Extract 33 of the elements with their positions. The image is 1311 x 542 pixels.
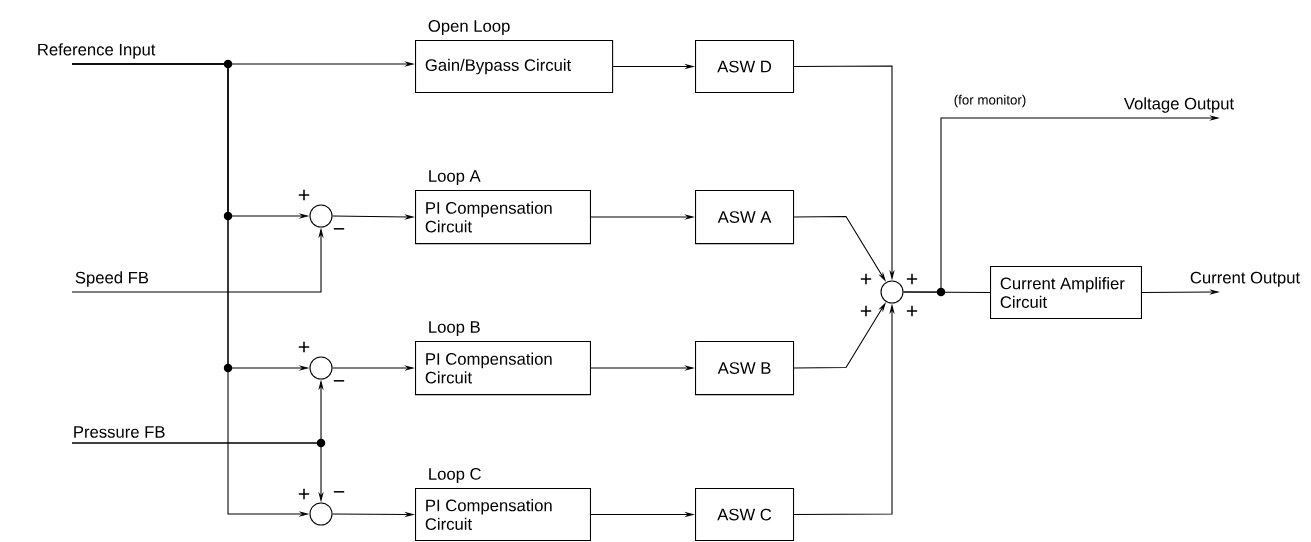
signal-label: Current Output	[1190, 271, 1300, 287]
summing-junction	[309, 356, 333, 380]
circuit-box: Current Amplifier Circuit	[990, 266, 1142, 320]
signal-label: Reference Input	[38, 43, 156, 59]
sign-label: +	[298, 341, 310, 353]
sign-label: +	[860, 273, 872, 285]
circuit-box: Gain/Bypass Circuit	[415, 40, 614, 94]
circuit-box: ASW A	[695, 190, 795, 245]
circuit-box: ASW B	[695, 341, 795, 396]
sign-label: +	[906, 305, 918, 317]
sign-label: +	[298, 189, 310, 201]
sign-label: +	[860, 305, 872, 317]
summing-junction	[309, 204, 333, 228]
circuit-box: PI Compensation Circuit	[415, 341, 591, 396]
loop-label: Loop C	[429, 468, 481, 484]
summing-junction	[880, 280, 904, 304]
note-label: (for monitor)	[954, 94, 1026, 108]
summing-junction	[309, 502, 333, 526]
sign-label: −	[333, 491, 345, 493]
circuit-box: ASW D	[695, 40, 795, 94]
signal-label: Pressure FB	[74, 426, 165, 438]
circuit-box: PI Compensation Circuit	[415, 488, 591, 542]
loop-label: Open Loop	[428, 20, 510, 36]
loop-label: Loop A	[429, 170, 481, 186]
circuit-box: ASW C	[695, 488, 795, 542]
signal-label: Speed FB	[75, 271, 149, 287]
signal-label: Voltage Output	[1123, 97, 1234, 113]
sign-label: +	[298, 488, 310, 500]
sign-label: −	[333, 228, 345, 230]
sign-label: −	[333, 380, 345, 382]
sign-label: +	[906, 273, 918, 285]
circuit-box: PI Compensation Circuit	[415, 190, 591, 245]
loop-label: Loop B	[429, 321, 480, 337]
